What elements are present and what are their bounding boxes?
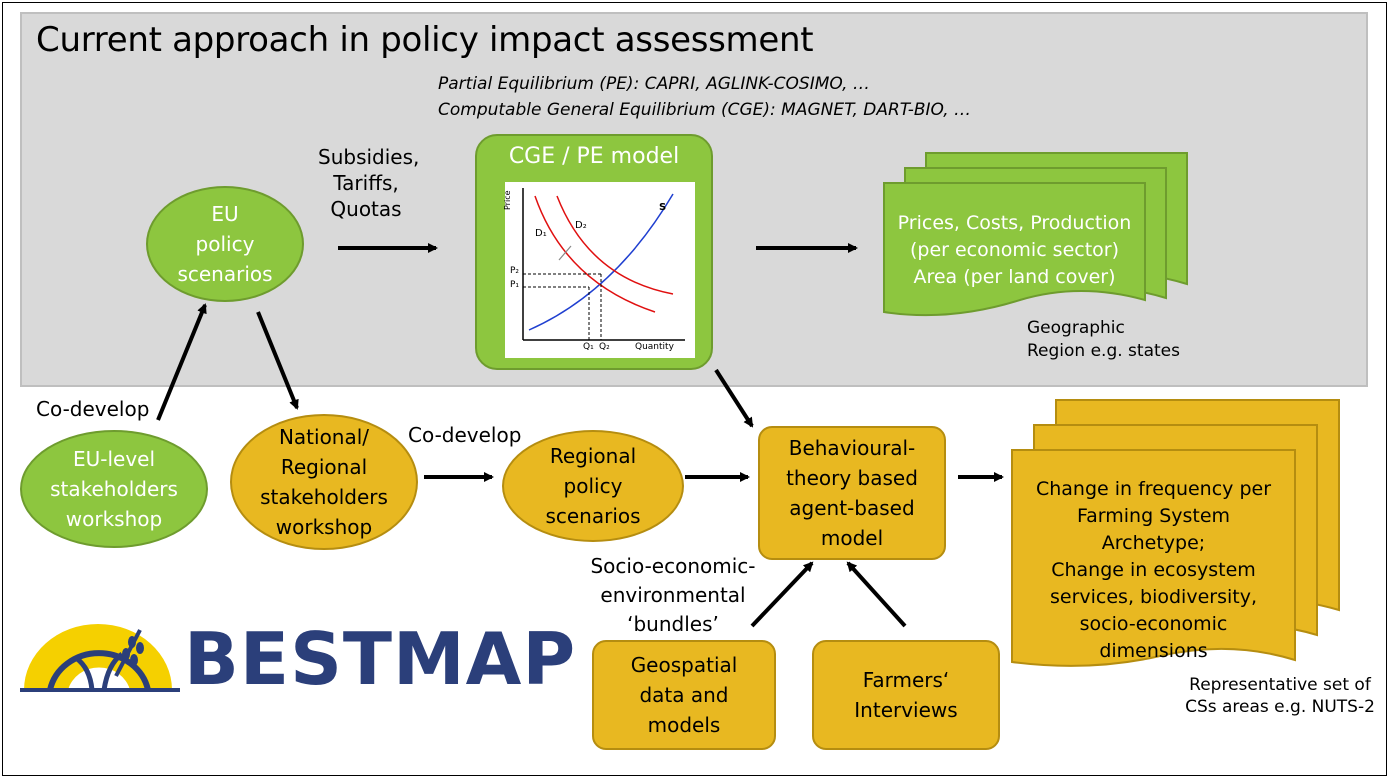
agent-based-model-node: Behavioural- theory based agent-based mo… [758, 426, 946, 560]
top-outputs-text: Prices, Costs, Production (per economic … [897, 212, 1132, 288]
geospatial-node: Geospatial data and models [592, 640, 776, 750]
eu-policy-scenarios-node: EU policy scenarios [146, 186, 304, 302]
national-stakeholders-node: National/ Regional stakeholders workshop [230, 414, 418, 550]
co-develop-mid-label: Co-develop [408, 423, 522, 447]
graph-d1-label: D₁ [535, 228, 547, 239]
graph-supply-label: S [659, 202, 667, 213]
graph-d2-label: D₂ [575, 220, 587, 231]
graph-p1-label: P₁ [510, 280, 520, 290]
graph-x-axis-label: Quantity [635, 342, 674, 352]
representative-label: Representative set of CSs areas e.g. NUT… [1185, 675, 1375, 717]
regional-policy-node: Regional policy scenarios [502, 430, 684, 542]
graph-p2-label: P₂ [510, 266, 520, 276]
pe-models-line: Partial Equilibrium (PE): CAPRI, AGLINK-… [438, 74, 870, 94]
policy-instruments-label: Subsidies, Tariffs, Quotas [318, 145, 420, 221]
bestmap-logo-text: BESTMAP [184, 617, 577, 701]
eu-stakeholders-node: EU-level stakeholders workshop [20, 430, 208, 548]
cge-pe-model-title: CGE / PE model [508, 144, 680, 169]
bestmap-logo-icon [20, 618, 180, 698]
farmers-interviews-node: Farmers‘ Interviews [812, 640, 1000, 750]
bundles-label: Socio-economic- environmental ‘bundles’ [590, 554, 756, 636]
cge-pe-model-box: CGE / PE model Price Quantity S D₁ D₂ P₂… [475, 134, 713, 370]
co-develop-left-label: Co-develop [36, 397, 150, 421]
geographic-label: Geographic Region e.g. states [1027, 318, 1180, 361]
supply-demand-graph: Price Quantity S D₁ D₂ P₂ P₁ Q₁ Q₂ [503, 182, 695, 358]
graph-q2-label: Q₂ [599, 342, 610, 352]
graph-q1-label: Q₁ [583, 342, 594, 352]
cge-models-line: Computable General Equilibrium (CGE): MA… [438, 100, 972, 120]
bottom-outputs-text: Change in frequency per Farming System A… [1035, 478, 1272, 662]
slide-title: Current approach in policy impact assess… [36, 20, 814, 60]
